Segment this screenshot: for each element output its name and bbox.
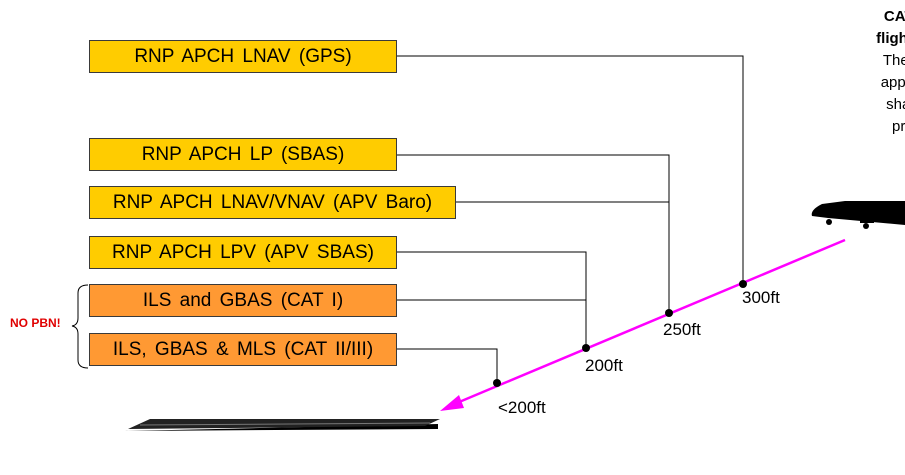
approach-box-ils-cat2-3: ILS, GBAS & MLS (CAT II/III) <box>89 333 397 366</box>
approach-box-rnp-lp: RNP APCH LP (SBAS) <box>89 138 397 171</box>
side-note-line: shall be <box>886 96 905 113</box>
minimum-dot-250ft <box>665 309 673 317</box>
approach-label: ILS, GBAS & MLS (CAT II/III) <box>112 338 374 360</box>
approach-label: RNP APCH LP (SBAS) <box>141 143 345 165</box>
side-note-subtitle: flight tech <box>876 30 905 47</box>
minimum-dot-200ft <box>582 344 590 352</box>
no-pbn-bracket <box>71 284 89 369</box>
connector-lpv <box>397 251 587 348</box>
side-note-title: CAT.OP. <box>883 8 905 25</box>
side-note-line: The cont <box>882 52 905 69</box>
minimum-label-200ft: 200ft <box>585 356 623 375</box>
runway-icon <box>125 419 440 431</box>
no-pbn-label: NO PBN! <box>10 316 61 330</box>
minimum-label-300ft: 300ft <box>742 288 780 307</box>
minimum-label-lt200ft: <200ft <box>498 398 546 417</box>
approach-box-rnp-lnav-vnav: RNP APCH LNAV/VNAV (APV Baro) <box>89 186 456 219</box>
approach-box-rnp-lnav: RNP APCH LNAV (GPS) <box>89 40 397 73</box>
approach-label: ILS and GBAS (CAT I) <box>142 289 344 311</box>
minimum-label-250ft: 250ft <box>663 320 701 339</box>
side-note: CAT.OP. flight tech The cont approach sh… <box>812 6 905 138</box>
side-note-line: approach <box>880 74 905 91</box>
connector-ils-cat2-3 <box>397 348 498 383</box>
approach-label: RNP APCH LNAV (GPS) <box>134 45 352 67</box>
approach-box-rnp-lpv: RNP APCH LPV (APV SBAS) <box>89 236 397 269</box>
glide-path-arrowhead <box>440 395 464 411</box>
minimum-dot-300ft <box>739 280 747 288</box>
connector-lnav <box>397 55 744 284</box>
minimum-dot-lt200ft <box>493 379 501 387</box>
side-note-line: precis <box>891 118 905 135</box>
glide-path-line <box>451 238 846 407</box>
aircraft-icon <box>811 201 905 229</box>
connector-lp <box>397 154 670 313</box>
approach-label: RNP APCH LPV (APV SBAS) <box>112 241 374 263</box>
approach-box-ils-cat1: ILS and GBAS (CAT I) <box>89 284 397 317</box>
approach-label: RNP APCH LNAV/VNAV (APV Baro) <box>112 191 433 213</box>
